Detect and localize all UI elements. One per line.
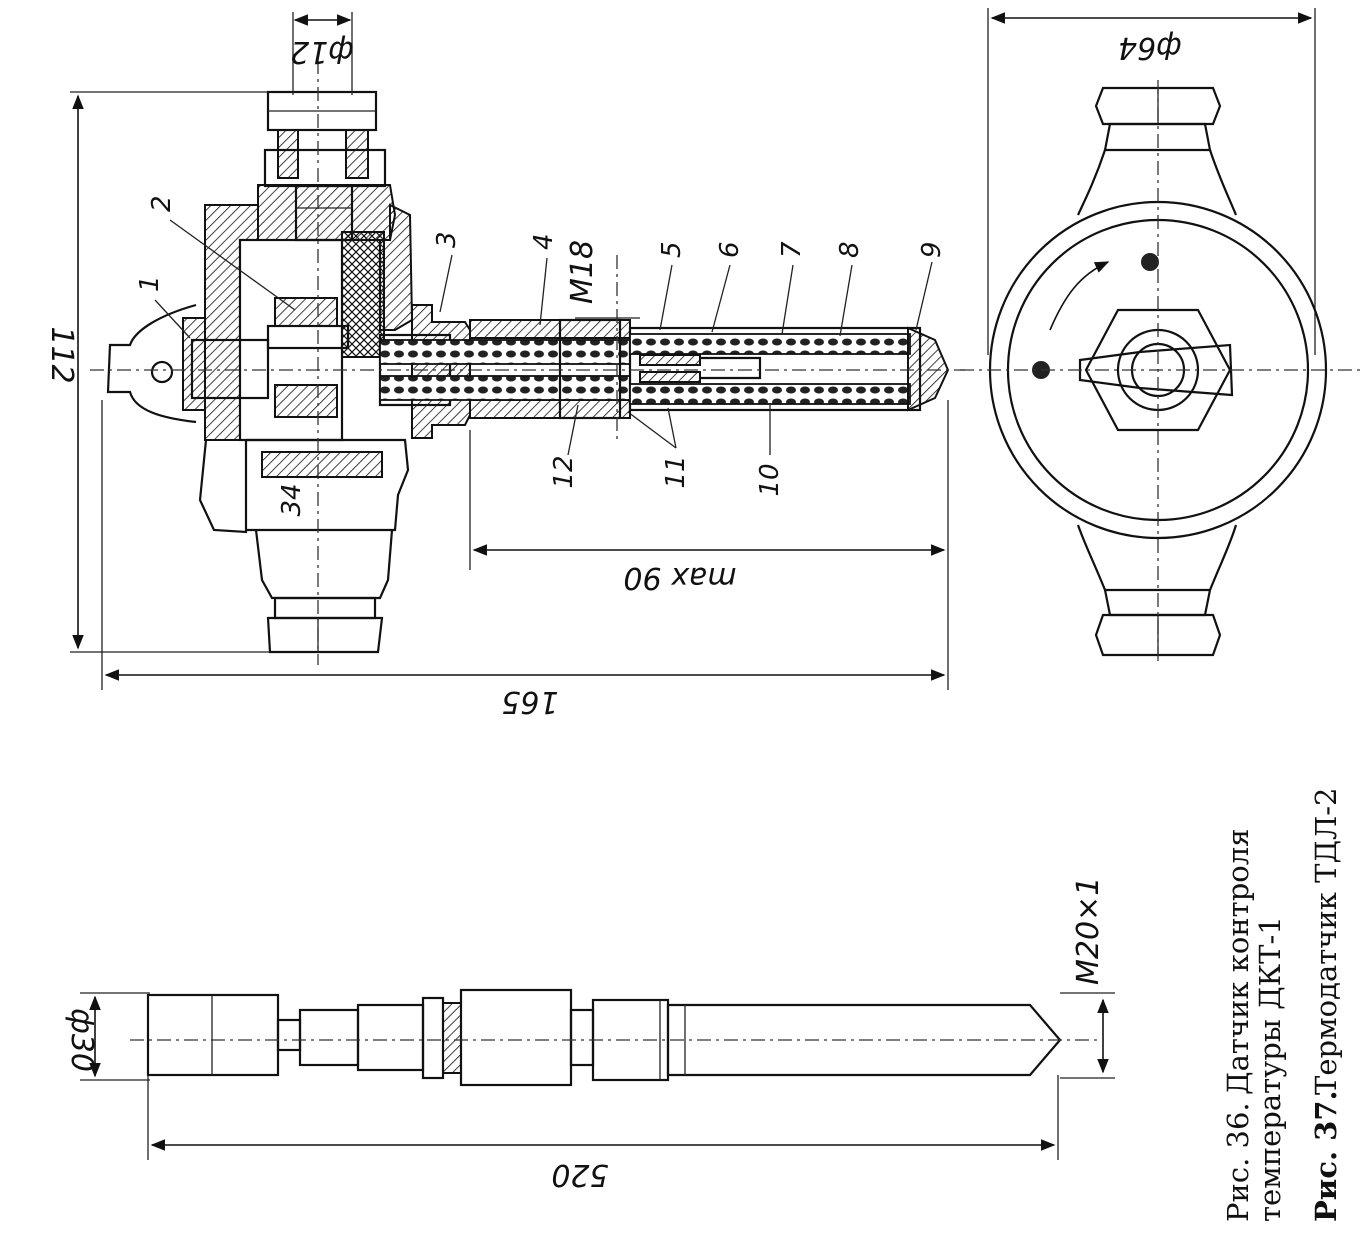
callout-9: 9 [917,241,947,258]
dim-165: 165 [501,684,558,719]
callout-6: 6 [715,241,745,258]
dim-m20x1: М20×1 [1071,877,1106,985]
caption-fig36-line1-text: Датчик контроля [1221,829,1255,1095]
callout-1: 1 [135,275,165,292]
fig36-section-view [90,60,965,665]
end-bottom-nut [1094,613,1222,657]
fig36-dimensions: ф12 112 max 90 165 М18 34 [44,12,949,719]
spring-lower [379,375,631,401]
callout-7: 7 [777,241,807,258]
rotation-arrow [1049,261,1110,331]
dim-112: 112 [44,326,79,383]
fig37-head [146,993,280,1077]
fig37-body [459,988,573,1087]
dim-520: 520 [551,1157,608,1192]
fig37-drawing: ф30 М20×1 520 [64,877,1115,1192]
dim-m18: М18 [565,240,600,304]
caption-fig37-text: Термодатчик ТДЛ-2 [1309,788,1343,1096]
spring-upper [379,339,631,365]
callout-4: 4 [529,233,559,250]
probe-tip [907,326,950,412]
dim-phi12: ф12 [290,34,354,69]
caption-fig37-label: Рис. 37. [1309,1090,1343,1222]
callout-5: 5 [657,241,687,258]
callout-11: 11 [661,455,691,488]
cap-knob [106,303,197,424]
callout-3: 3 [432,231,462,248]
captions: Рис. 36. Датчик контроля температуры ДКТ… [1221,788,1343,1223]
dim-phi30: ф30 [64,1008,99,1072]
callout-12: 12 [549,455,579,488]
end-hex-nut [1084,308,1232,432]
caption-fig36-line1: Рис. 36. [1221,1102,1255,1222]
bottom-nut [266,616,384,654]
end-top-nut [1094,86,1222,126]
end-screw-top [1141,253,1159,271]
callout-8: 8 [835,241,865,258]
label-34: 34 [277,483,307,516]
fig37-probe [666,1003,1062,1077]
callout-10: 10 [755,463,785,496]
callout-2: 2 [147,195,177,212]
dim-phi64: ф64 [1118,30,1182,65]
stem-fitting [411,304,471,439]
fig36-callouts: 1 2 3 4 5 6 7 8 9 10 11 12 [135,195,947,496]
dim-max90: max 90 [623,560,736,595]
end-knob-lever [1078,343,1234,397]
fig36-end-view: ф64 [960,8,1360,665]
caption-fig36-line2: температуры ДКТ-1 [1253,916,1287,1222]
